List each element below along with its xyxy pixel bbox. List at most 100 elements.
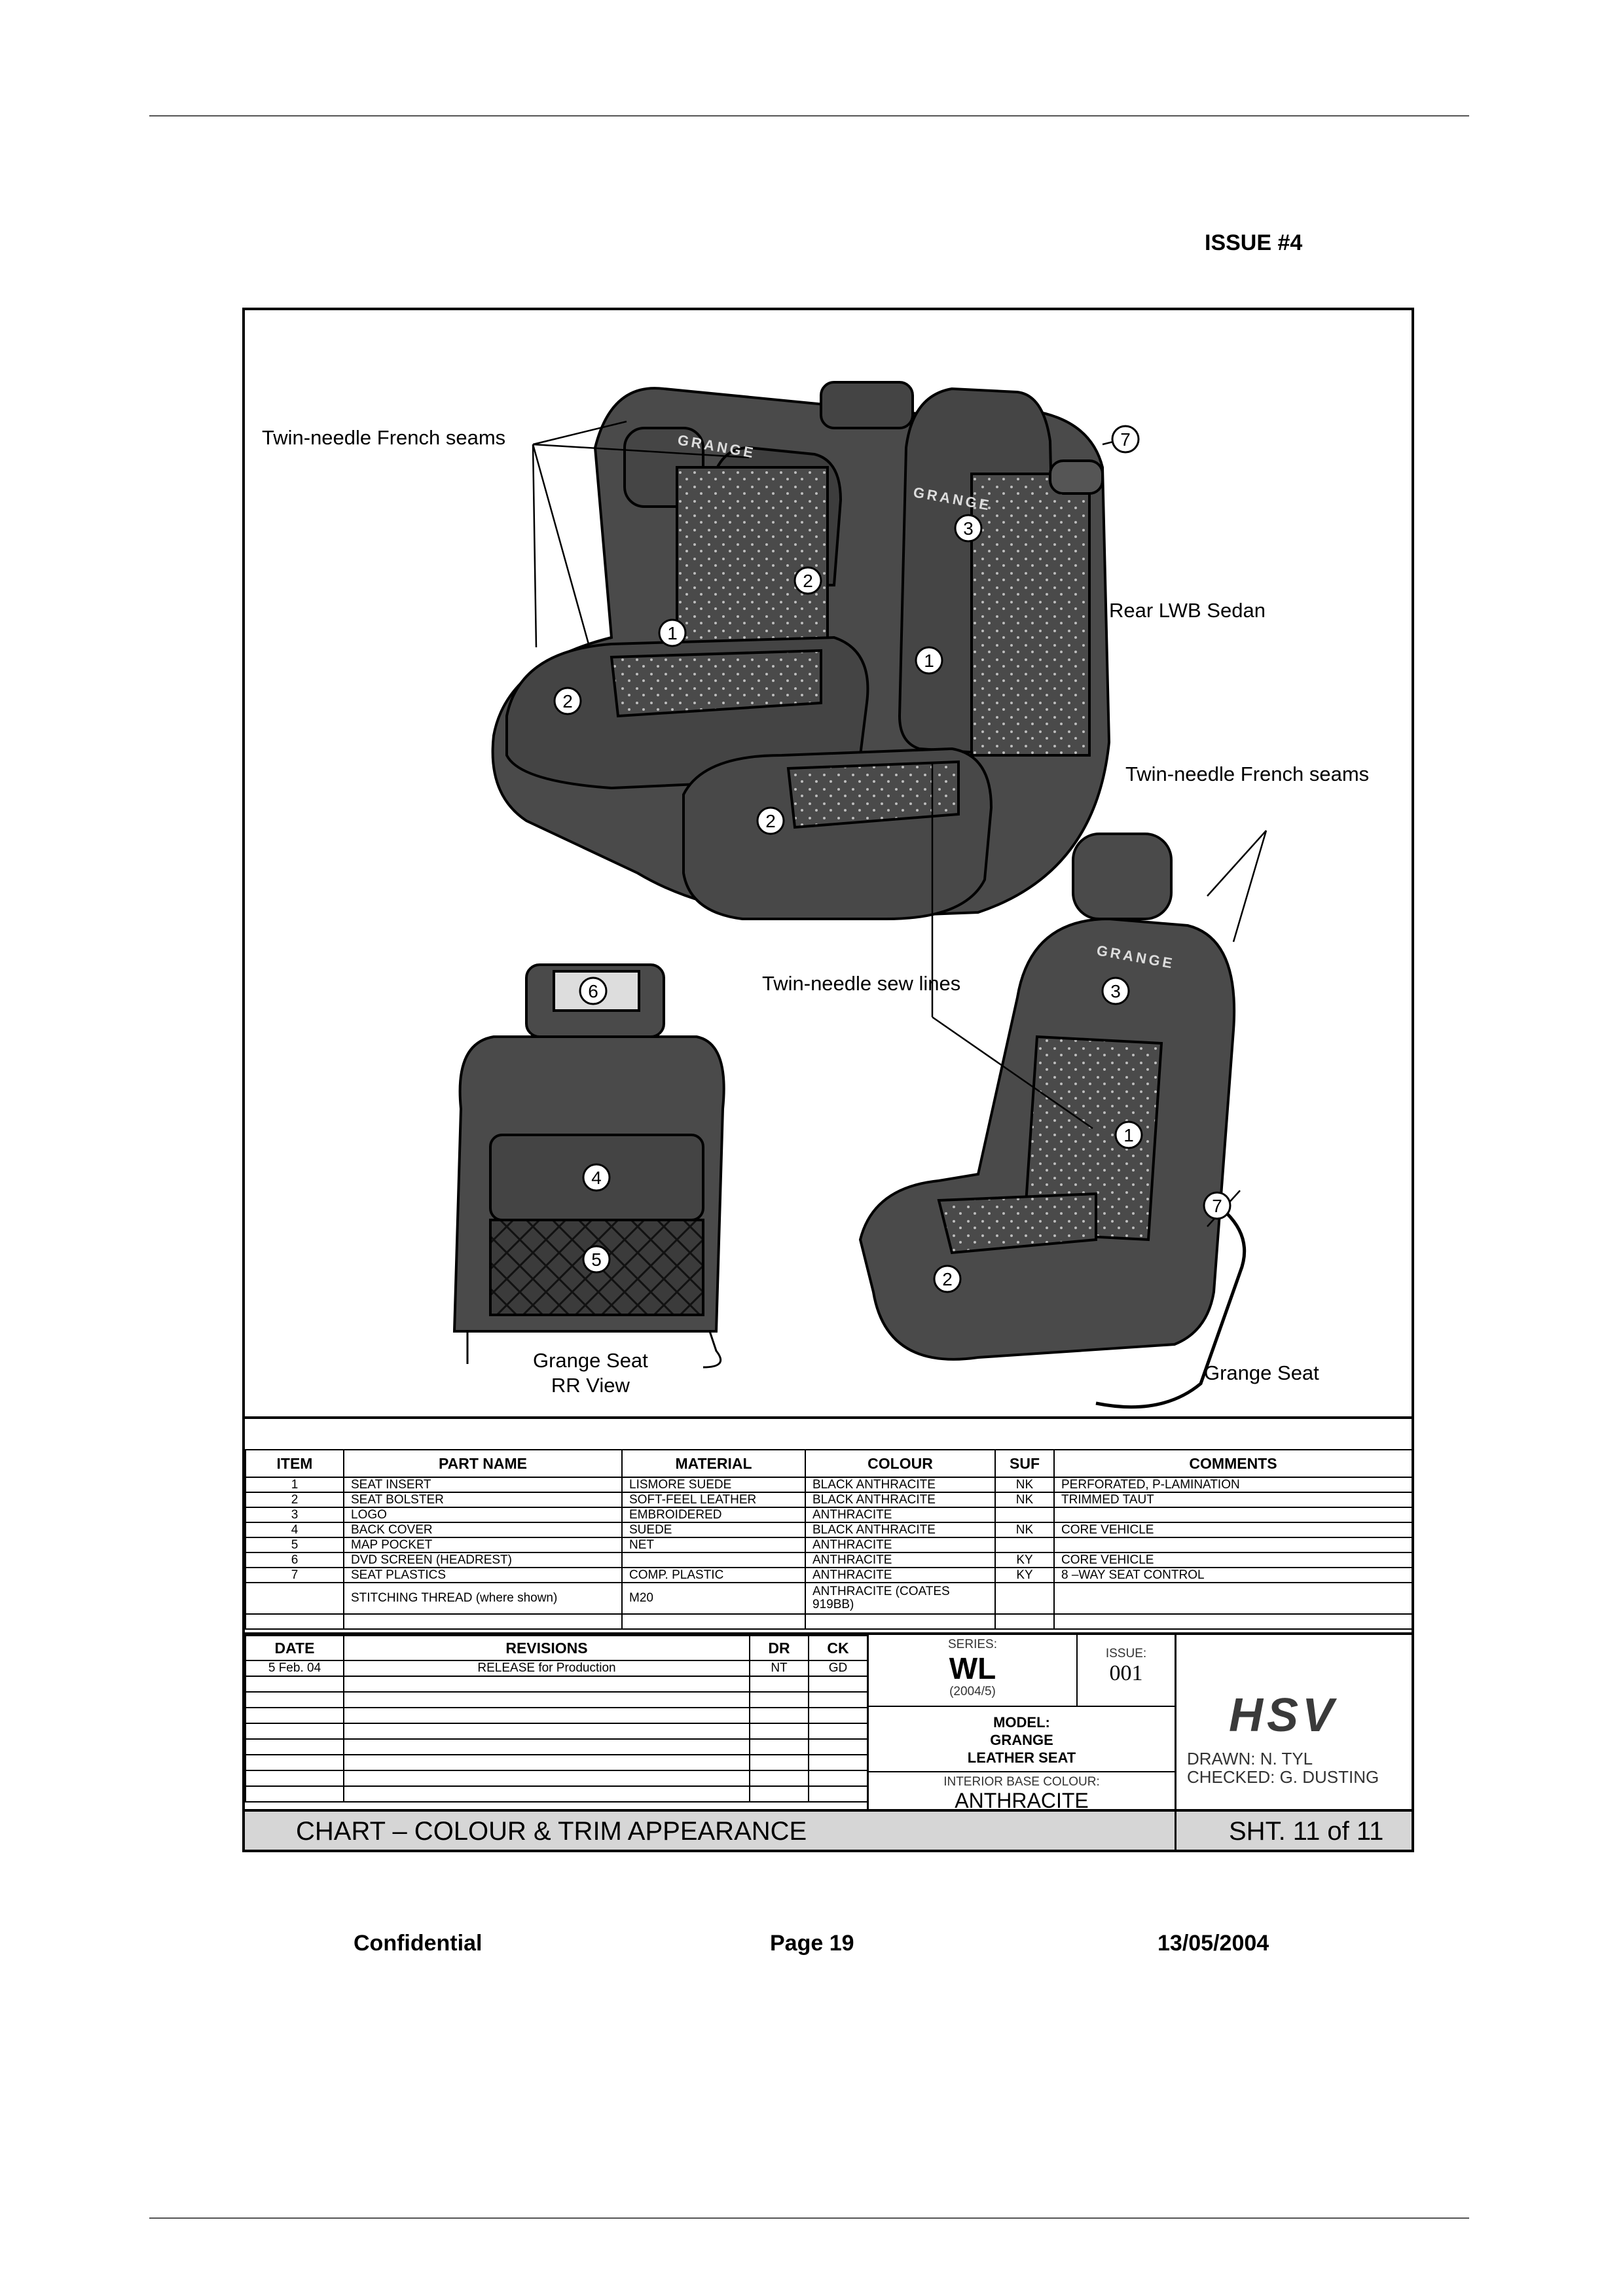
cell-suf: KY <box>994 1552 1055 1568</box>
cell-part-name: STITCHING THREAD (where shown) <box>343 1582 623 1615</box>
table-row: 1 SEAT INSERT LISMORE SUEDE BLACK ANTHRA… <box>245 1477 1413 1493</box>
marker-1: 1 <box>915 646 943 675</box>
table-row-empty <box>245 1676 868 1693</box>
series-box: SERIES: WL (2004/5) <box>867 1635 1076 1707</box>
cell-comments <box>1053 1507 1413 1523</box>
issue-value: 001 <box>1109 1661 1143 1685</box>
cell-suf <box>994 1582 1055 1615</box>
table-row: 2 SEAT BOLSTER SOFT-FEEL LEATHER BLACK A… <box>245 1492 1413 1508</box>
cell-part-name: SEAT BOLSTER <box>343 1492 623 1508</box>
header-comments: COMMENTS <box>1053 1449 1413 1478</box>
cell-material: EMBROIDERED <box>621 1507 806 1523</box>
svg-text:3: 3 <box>963 518 974 539</box>
svg-text:3: 3 <box>1110 981 1121 1001</box>
cell-part-name: SEAT PLASTICS <box>343 1567 623 1583</box>
cell-item: 5 <box>245 1537 344 1553</box>
header-revisions: REVISIONS <box>343 1635 750 1661</box>
svg-text:4: 4 <box>591 1168 602 1188</box>
model-label: MODEL: <box>993 1714 1050 1731</box>
cell-item: 3 <box>245 1507 344 1523</box>
checked-by: CHECKED: G. DUSTING <box>1187 1767 1379 1787</box>
marker-3: 3 <box>1101 977 1130 1005</box>
sheet-number: SHT. 11 of 11 <box>1175 1812 1412 1850</box>
parts-table-header: ITEM PART NAME MATERIAL COLOUR SUF COMME… <box>245 1449 1413 1478</box>
cell-item: 7 <box>245 1567 344 1583</box>
cell-comments: 8 –WAY SEAT CONTROL <box>1053 1567 1413 1583</box>
model-name: GRANGE <box>990 1732 1053 1748</box>
svg-text:7: 7 <box>1120 429 1131 450</box>
rear-bench-seat <box>491 381 1111 921</box>
marker-2: 2 <box>553 687 582 715</box>
table-row-empty <box>245 1754 868 1771</box>
table-row-empty <box>245 1785 868 1803</box>
cell-colour: ANTHRACITE <box>805 1537 996 1553</box>
cell-part-name: BACK COVER <box>343 1522 623 1538</box>
cell-suf: KY <box>994 1567 1055 1583</box>
cell-comments: CORE VEHICLE <box>1053 1522 1413 1538</box>
table-row: 5 Feb. 04 RELEASE for Production NT GD <box>245 1660 868 1677</box>
cell-colour: ANTHRACITE <box>805 1552 996 1568</box>
header-ck: CK <box>808 1635 868 1661</box>
caption-rear-lwb-sedan: Rear LWB Sedan <box>1109 599 1266 622</box>
revisions-table: DATE REVISIONS DR CK 5 Feb. 04 RELEASE f… <box>245 1635 868 1803</box>
marker-4: 4 <box>582 1163 611 1192</box>
issue-number: ISSUE #4 <box>1205 230 1303 255</box>
cell-suf: NK <box>994 1477 1055 1493</box>
front-grange-seat <box>858 833 1247 1409</box>
caption-grange-rr-view: Grange Seat RR View <box>533 1348 648 1398</box>
header-part-name: PART NAME <box>343 1449 623 1478</box>
table-row-empty <box>245 1723 868 1740</box>
svg-text:2: 2 <box>765 811 776 831</box>
cell-material: SOFT-FEEL LEATHER <box>621 1492 806 1508</box>
bottom-rule <box>149 2217 1469 2219</box>
caption-sew-lines: Twin-needle sew lines <box>762 972 961 995</box>
caption-french-seams-top: Twin-needle French seams <box>262 426 506 449</box>
cell-material: M20 <box>621 1582 806 1615</box>
cell-colour: ANTHRACITE <box>805 1567 996 1583</box>
callout-lines <box>532 420 1267 1227</box>
item-markers: 1 2 2 3 1 2 7 6 4 5 3 1 2 7 <box>553 425 1231 1293</box>
cell-material <box>621 1552 806 1568</box>
cell-colour: BLACK ANTHRACITE <box>805 1492 996 1508</box>
cell-part-name: SEAT INSERT <box>343 1477 623 1493</box>
cell-comments: PERFORATED, P-LAMINATION <box>1053 1477 1413 1493</box>
title-block: DATE REVISIONS DR CK 5 Feb. 04 RELEASE f… <box>245 1632 1412 1812</box>
table-row: 5 MAP POCKET NET ANTHRACITE <box>245 1537 1413 1553</box>
top-rule <box>149 115 1469 117</box>
cell-item: 6 <box>245 1552 344 1568</box>
marker-1: 1 <box>658 619 687 647</box>
cell-part-name: MAP POCKET <box>343 1537 623 1553</box>
cell-comments <box>1053 1537 1413 1553</box>
issue-box: ISSUE: 001 <box>1076 1635 1175 1707</box>
table-row-empty <box>245 1770 868 1787</box>
cell-colour: BLACK ANTHRACITE <box>805 1522 996 1538</box>
marker-2: 2 <box>756 806 785 835</box>
cell-material: LISMORE SUEDE <box>621 1477 806 1493</box>
cell-material: COMP. PLASTIC <box>621 1567 806 1583</box>
issue-label: ISSUE: <box>1105 1647 1147 1660</box>
cell-ck: GD <box>808 1660 868 1677</box>
caption-grange-seat: Grange Seat <box>1204 1361 1319 1384</box>
marker-7: 7 <box>1203 1191 1231 1220</box>
table-row-empty <box>245 1738 868 1755</box>
marker-2: 2 <box>933 1265 962 1293</box>
table-row: STITCHING THREAD (where shown) M20 ANTHR… <box>245 1582 1413 1615</box>
cell-colour: BLACK ANTHRACITE <box>805 1477 996 1493</box>
cell-comments: CORE VEHICLE <box>1053 1552 1413 1568</box>
table-row-empty <box>245 1613 1413 1630</box>
header-suf: SUF <box>994 1449 1055 1478</box>
caption-line: RR View <box>551 1374 630 1397</box>
svg-text:1: 1 <box>667 623 678 643</box>
cell-part-name: LOGO <box>343 1507 623 1523</box>
header-material: MATERIAL <box>621 1449 806 1478</box>
cell-colour: ANTHRACITE <box>805 1507 996 1523</box>
cell-dr: NT <box>749 1660 809 1677</box>
series-label: SERIES: <box>948 1638 997 1651</box>
cell-revision: RELEASE for Production <box>343 1660 750 1677</box>
footer-date: 13/05/2004 <box>1158 1931 1269 1956</box>
interior-colour-value: ANTHRACITE <box>955 1789 1089 1812</box>
drawing-sheet: GRANGE GRANGE GRANGE 1 2 2 3 1 2 7 6 4 5… <box>242 308 1414 1852</box>
header-item: ITEM <box>245 1449 344 1478</box>
cell-item: 1 <box>245 1477 344 1493</box>
table-row: 6 DVD SCREEN (HEADREST) ANTHRACITE KY CO… <box>245 1552 1413 1568</box>
